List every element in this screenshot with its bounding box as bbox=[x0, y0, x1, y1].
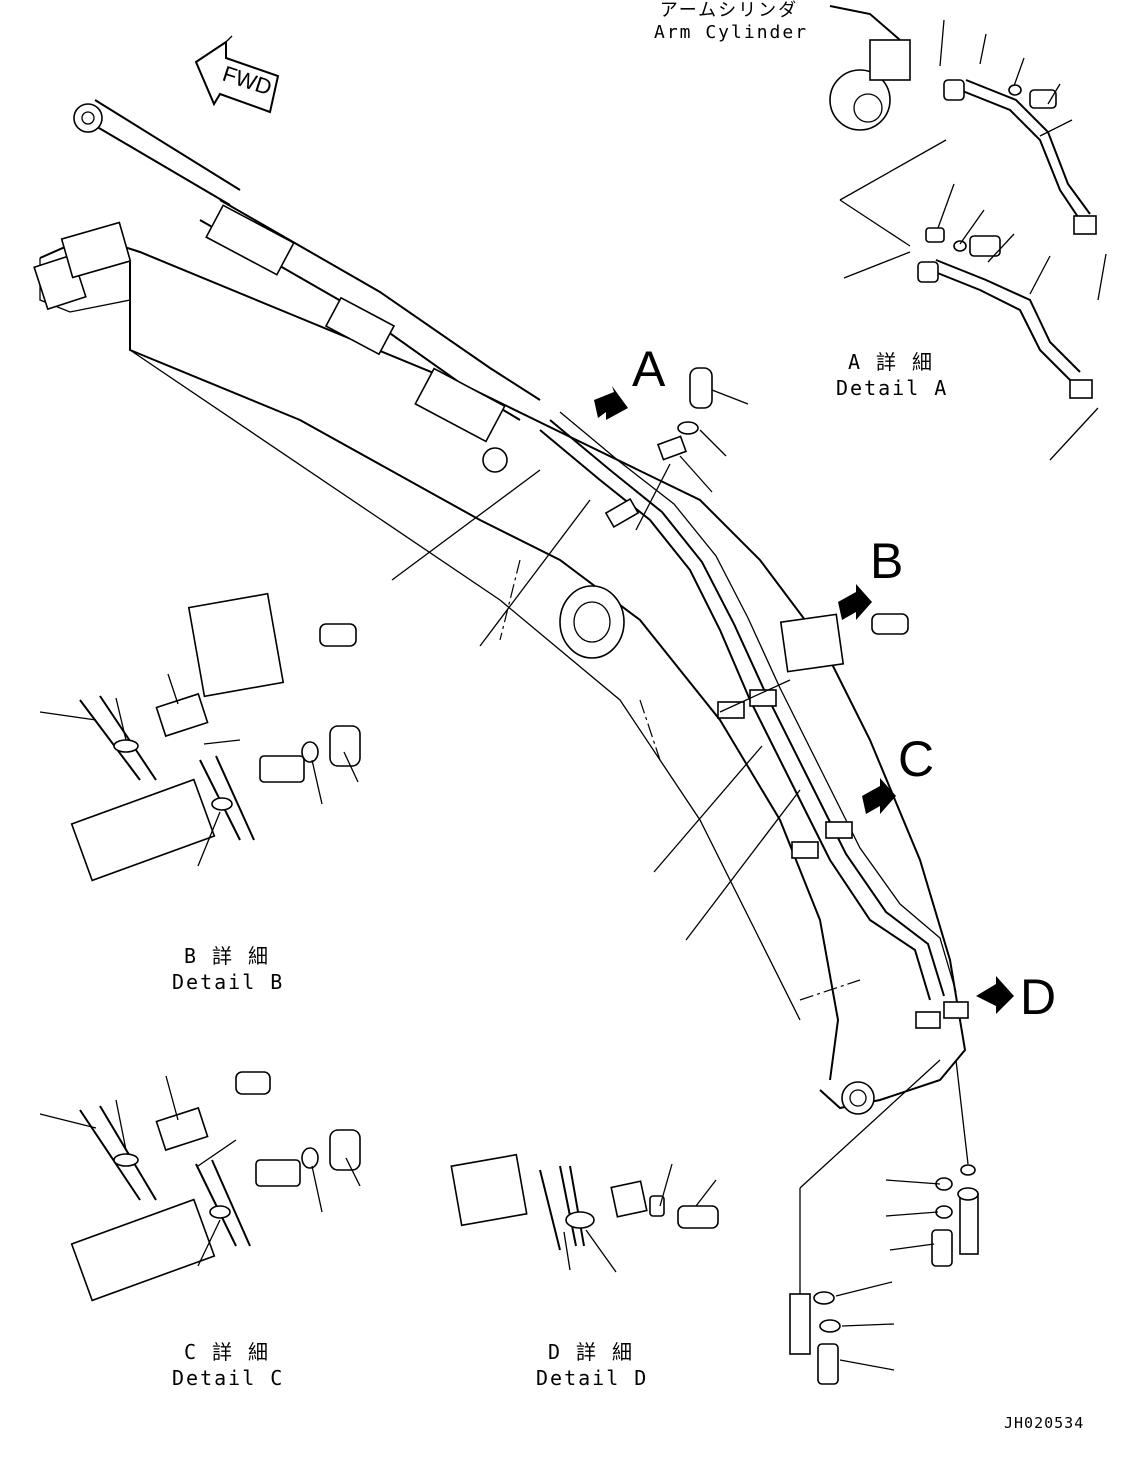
view-d-arrow-icon bbox=[976, 976, 1014, 1014]
detail-a-drawing bbox=[829, 5, 1107, 461]
detail-d-drawing bbox=[450, 1153, 719, 1273]
detail-a-jp: A 詳 細 bbox=[847, 350, 935, 374]
view-a-arrow-icon bbox=[594, 386, 628, 420]
detail-b-plate-parts bbox=[653, 613, 909, 941]
clamp-parts-a bbox=[391, 367, 749, 647]
detail-a-caption: A 詳 細 Detail A bbox=[836, 352, 946, 398]
arm-cylinder-jp: アームシリンダ bbox=[659, 0, 799, 21]
detail-d-caption: D 詳 細 Detail D bbox=[536, 1342, 646, 1388]
hydraulic-lines bbox=[539, 411, 969, 1029]
arm-cylinder-rod bbox=[60, 99, 541, 473]
detail-b-en: Detail B bbox=[172, 970, 285, 994]
detail-b-caption: B 詳 細 Detail B bbox=[172, 946, 282, 992]
arm-cylinder-label: アームシリンダ Arm Cylinder bbox=[654, 0, 809, 43]
detail-a-en: Detail A bbox=[836, 376, 949, 400]
detail-d-jp: D 詳 細 bbox=[547, 1340, 635, 1364]
view-c-label: C bbox=[898, 731, 935, 787]
detail-c-drawing bbox=[39, 1071, 361, 1302]
view-a-label: A bbox=[632, 341, 666, 397]
detail-c-caption: C 詳 細 Detail C bbox=[172, 1342, 282, 1388]
drawing-code: JH020534 bbox=[1004, 1414, 1085, 1432]
detail-d-en: Detail D bbox=[536, 1366, 649, 1390]
view-b-label: B bbox=[870, 533, 904, 589]
arm-cylinder-en: Arm Cylinder bbox=[654, 22, 809, 43]
detail-b-jp: B 詳 細 bbox=[183, 944, 271, 968]
view-b-arrow-icon bbox=[838, 584, 872, 620]
fitting-parts-d bbox=[789, 1059, 979, 1385]
detail-c-jp: C 詳 細 bbox=[183, 1340, 271, 1364]
view-c-arrow-icon bbox=[862, 778, 896, 814]
fwd-arrow-icon bbox=[194, 35, 280, 114]
detail-b-drawing bbox=[39, 592, 361, 882]
view-d-label: D bbox=[1020, 969, 1057, 1025]
detail-c-en: Detail C bbox=[172, 1366, 285, 1390]
